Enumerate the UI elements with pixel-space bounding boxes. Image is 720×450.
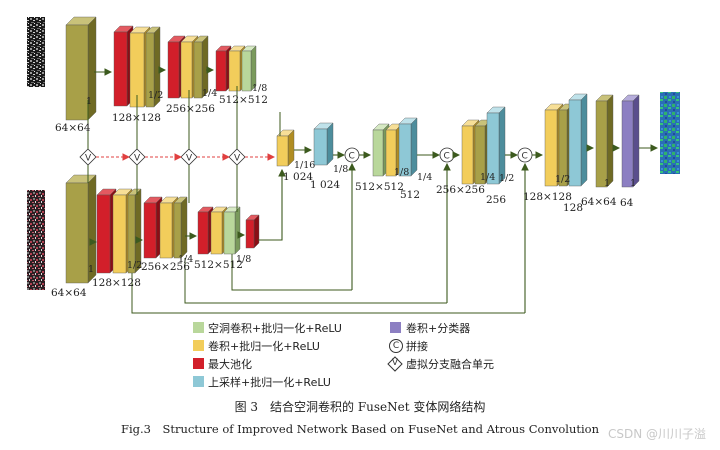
dim-label: 1 024 bbox=[310, 179, 340, 191]
dim-label: 1/4 bbox=[178, 254, 193, 265]
caption-en: Fig.3 Structure of Improved Network Base… bbox=[121, 422, 599, 436]
dim-label: 128×128 bbox=[112, 112, 161, 124]
upsample-block bbox=[313, 122, 334, 166]
feature-block bbox=[65, 16, 97, 121]
maxpool-block bbox=[197, 206, 214, 255]
dim-label: 128×128 bbox=[523, 191, 572, 203]
legend-swatch-conv bbox=[193, 340, 204, 351]
legend-label-atrous: 空洞卷积+批归一化+ReLU bbox=[208, 322, 342, 335]
classifier-block bbox=[621, 94, 640, 188]
input-image-bottom bbox=[27, 190, 45, 290]
feature-block bbox=[193, 35, 209, 99]
concat-node: C bbox=[517, 147, 533, 163]
dim-label: 64×64 bbox=[55, 122, 91, 134]
vfu-icon: V bbox=[391, 358, 399, 368]
maxpool-block bbox=[245, 214, 260, 249]
input-image-top bbox=[27, 17, 45, 87]
feature-block bbox=[145, 26, 161, 108]
dim-label: 1/4 bbox=[480, 172, 495, 183]
dim-label: 1 bbox=[88, 264, 94, 275]
vfu-diamond-icon bbox=[387, 356, 403, 372]
legend-label-vfu: 虚拟分支融合单元 bbox=[406, 358, 494, 371]
dim-label: 256 bbox=[486, 194, 506, 206]
dim-label: 64×64 bbox=[581, 196, 617, 208]
dim-label: 1 024 bbox=[283, 171, 313, 183]
svg-text:V: V bbox=[134, 154, 141, 164]
vfu-node: V bbox=[180, 148, 198, 166]
feature-block bbox=[173, 196, 188, 259]
feature-block bbox=[65, 174, 97, 284]
legend-swatch-pool bbox=[193, 358, 204, 369]
upsample-block bbox=[486, 106, 506, 185]
svg-text:V: V bbox=[234, 154, 241, 164]
dim-label: 256×256 bbox=[141, 261, 190, 273]
dim-label: 512 bbox=[400, 189, 420, 201]
vfu-node: V bbox=[228, 148, 246, 166]
skip-line bbox=[131, 273, 525, 314]
dim-label: 512×512 bbox=[194, 259, 243, 271]
dim-label: 256×256 bbox=[166, 103, 215, 115]
svg-text:C: C bbox=[522, 152, 528, 162]
concat-icon: C bbox=[389, 339, 403, 353]
svg-text:V: V bbox=[85, 154, 92, 164]
legend-label-up: 上采样+批归一化+ReLU bbox=[208, 376, 331, 389]
skip-line bbox=[184, 258, 447, 304]
dim-label: 1/2 bbox=[148, 90, 163, 101]
svg-text:C: C bbox=[349, 152, 355, 162]
dim-label: 1 bbox=[86, 96, 92, 107]
legend-swatch-atrous bbox=[193, 322, 204, 333]
dim-label: 128 bbox=[563, 202, 583, 214]
maxpool-block bbox=[215, 45, 232, 92]
dim-label: 512×512 bbox=[355, 181, 404, 193]
legend-label-cls: 卷积+分类器 bbox=[406, 322, 471, 335]
dim-label: 1/8 bbox=[394, 167, 409, 178]
feature-block bbox=[595, 94, 614, 188]
flow-arrow bbox=[258, 168, 286, 241]
dim-label: 128×128 bbox=[92, 277, 141, 289]
concat-node: C bbox=[344, 147, 360, 163]
legend-swatch-cls bbox=[390, 322, 401, 333]
upsample-block bbox=[398, 117, 418, 177]
conv-block bbox=[276, 129, 295, 167]
atrous-block bbox=[223, 206, 241, 255]
dim-label: 1 bbox=[630, 178, 636, 189]
dim-label: 1/16 bbox=[294, 160, 315, 171]
dim-label: 64×64 bbox=[51, 287, 87, 299]
legend-label-conv: 卷积+批归一化+ReLU bbox=[208, 340, 320, 353]
dim-label: 1/2 bbox=[555, 174, 570, 185]
upsample-block bbox=[568, 93, 588, 187]
dim-label: 1/8 bbox=[252, 83, 267, 94]
legend-label-concat: 拼接 bbox=[406, 340, 428, 353]
vfu-node: V bbox=[128, 148, 146, 166]
dim-label: 1/8 bbox=[333, 164, 348, 175]
dim-label: 64 bbox=[620, 197, 634, 209]
dim-label: 512×512 bbox=[219, 94, 268, 106]
legend-label-pool: 最大池化 bbox=[208, 358, 252, 371]
caption-cn: 图 3 结合空洞卷积的 FuseNet 变体网络结构 bbox=[234, 400, 486, 414]
dim-label: 256×256 bbox=[436, 184, 485, 196]
legend-swatch-up bbox=[193, 376, 204, 387]
vfu-node: V bbox=[79, 148, 97, 166]
dim-label: 1 bbox=[604, 178, 610, 189]
maxpool-block bbox=[143, 196, 163, 259]
svg-text:C: C bbox=[444, 152, 450, 162]
dim-label: 1/8 bbox=[236, 254, 251, 265]
atrous-block bbox=[241, 45, 257, 92]
output-image bbox=[660, 92, 680, 174]
dim-label: 1/2 bbox=[127, 260, 142, 271]
watermark: CSDN @川川子溢 bbox=[607, 427, 706, 441]
skip-line bbox=[231, 254, 352, 291]
svg-text:V: V bbox=[186, 154, 193, 164]
dim-label: 1/4 bbox=[417, 172, 432, 183]
dim-label: 1/2 bbox=[499, 173, 514, 184]
concat-node: C bbox=[439, 147, 455, 163]
dim-label: 1/4 bbox=[202, 88, 217, 99]
